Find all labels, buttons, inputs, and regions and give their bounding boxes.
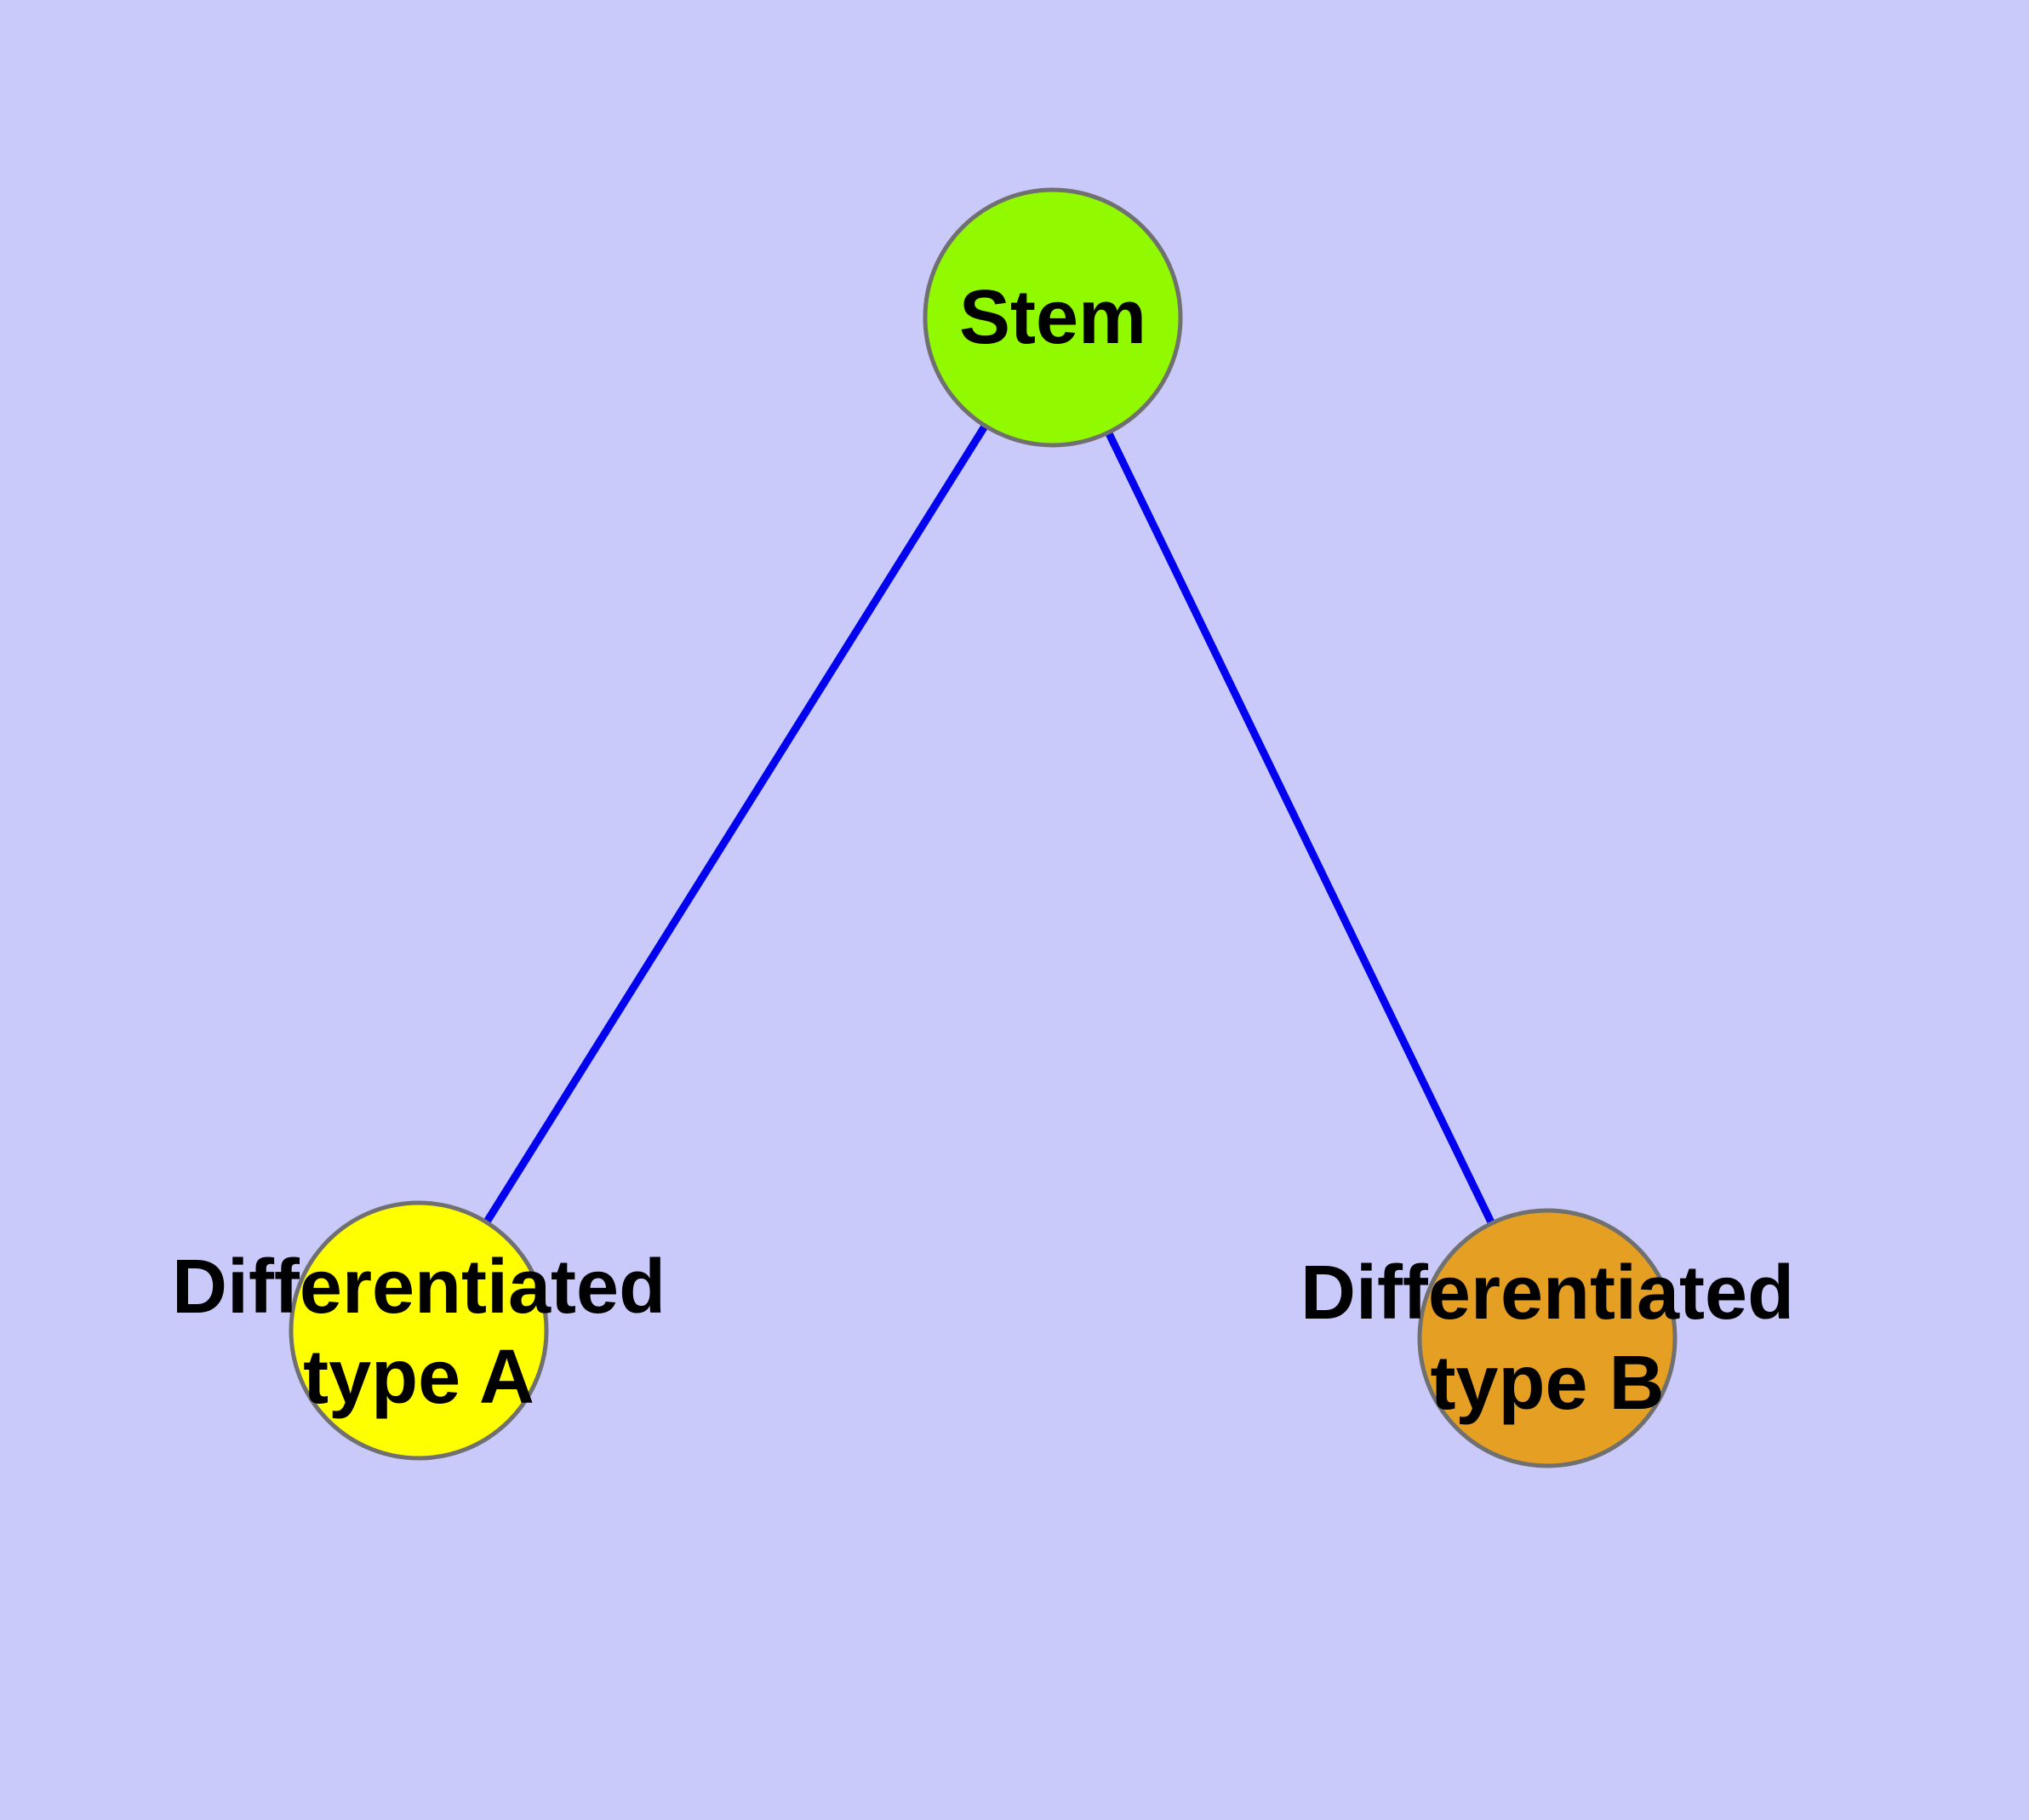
edge-stem-to-type-a <box>414 313 1057 1335</box>
node-type-a-circle <box>289 1200 549 1461</box>
node-type-b-circle <box>1417 1208 1677 1468</box>
node-stem-circle <box>923 187 1183 448</box>
edge-stem-to-type-b <box>1049 313 1552 1342</box>
